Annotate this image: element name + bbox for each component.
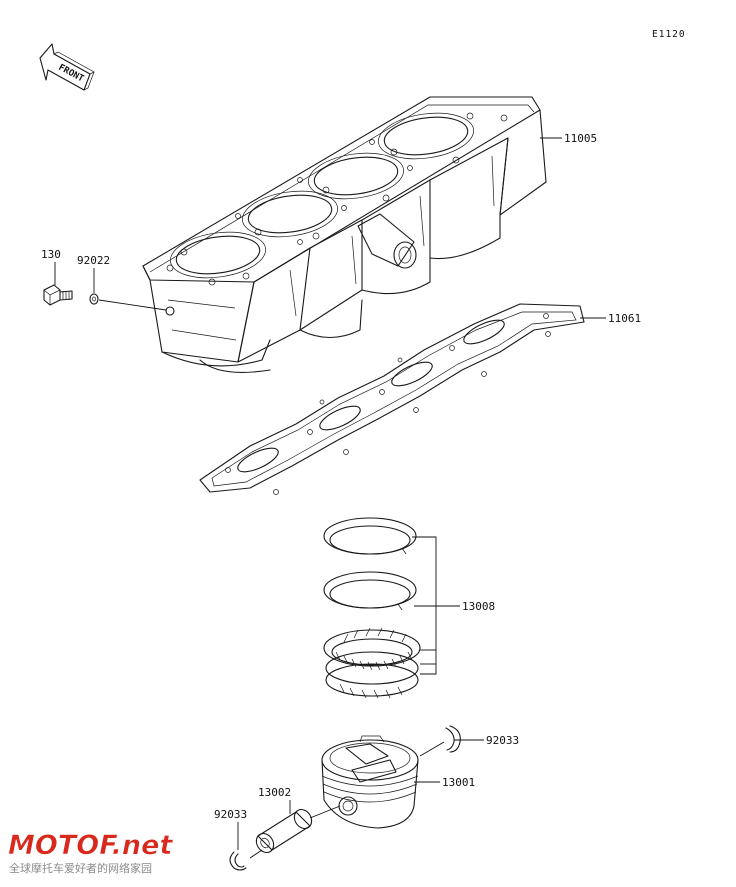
label-92033-lower: 92033 (214, 808, 247, 821)
diagram-code: E1120 (652, 29, 686, 40)
front-arrow-icon: FRONT (39, 43, 95, 91)
label-13002: 13002 (258, 786, 291, 799)
bracket-13008 (412, 536, 460, 675)
bore-4 (383, 116, 469, 156)
bore-1 (175, 235, 261, 275)
circlip-92033-lower-drawing (229, 851, 247, 871)
circlip-92033-upper-drawing (445, 725, 461, 753)
site-watermark: MOTOF.net 全球摩托车爱好者的网络家园 (8, 830, 174, 875)
label-92022: 92022 (77, 254, 110, 267)
bore-2 (247, 194, 333, 234)
front-label: FRONT (57, 63, 86, 85)
cylinder-block-drawing (142, 96, 547, 373)
label-13001: 13001 (442, 776, 475, 789)
label-11005: 11005 (564, 132, 597, 145)
label-11061: 11061 (608, 312, 641, 325)
piston-pin-drawing (255, 808, 313, 854)
leader-pin-to-piston (309, 805, 341, 819)
watermark-sub: 全球摩托车爱好者的网络家园 (9, 861, 152, 875)
bore-3 (313, 156, 399, 196)
leader-92022 (98, 299, 167, 311)
bolt-130-drawing (43, 284, 73, 306)
label-130: 130 (41, 248, 61, 261)
watermark-main: MOTOF.net (8, 830, 173, 861)
label-92033-upper: 92033 (486, 734, 519, 747)
piston-drawing (321, 735, 419, 829)
piston-rings-drawing (323, 517, 421, 699)
washer-92022-drawing (89, 293, 99, 305)
cylinder-gasket-drawing (199, 303, 585, 495)
label-13008: 13008 (462, 600, 495, 613)
leader-92033-to-piston (419, 741, 445, 757)
